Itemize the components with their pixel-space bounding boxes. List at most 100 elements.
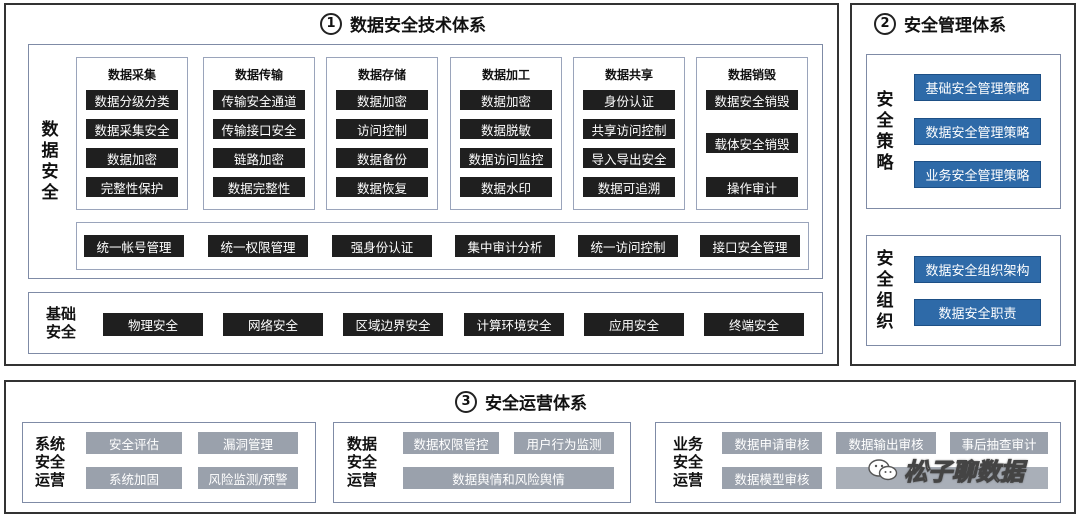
ops-item: 漏洞管理 — [198, 432, 298, 454]
ops-item: 数据申请审核 — [722, 432, 822, 454]
policy-item: 基础安全管理策略 — [914, 74, 1041, 101]
column-title: 数据销毁 — [727, 68, 776, 82]
section-number-badge: 1 — [320, 12, 342, 35]
policy-item: 数据安全管理策略 — [914, 118, 1041, 145]
ops-group-label: 系统 安全 运营 — [26, 426, 74, 498]
capability-item: 数据采集安全 — [86, 119, 178, 139]
column-title: 数据共享 — [604, 68, 653, 82]
label-line: 基础 — [45, 305, 76, 323]
mgmt-system-title: 2 安全管理体系 — [874, 11, 1006, 36]
capability-item: 传输安全通道 — [213, 90, 305, 110]
label-char: 全 — [41, 182, 59, 203]
common-capability-item: 集中审计分析 — [455, 235, 555, 257]
ops-item: 风险监测/预警 — [198, 467, 298, 489]
ops-item: 事后抽查审计 — [950, 432, 1048, 454]
common-capability-item: 统一访问控制 — [578, 235, 678, 257]
label-char: 策 — [876, 131, 894, 152]
base-security-item: 网络安全 — [223, 313, 323, 336]
ops-item: 用户行为监测 — [514, 432, 614, 454]
label-line: 安全 — [34, 453, 65, 471]
base-security-item: 区域边界安全 — [343, 313, 443, 336]
label-char: 安 — [41, 161, 59, 182]
capability-item: 数据加密 — [460, 90, 552, 110]
capability-item: 数据分级分类 — [86, 90, 178, 110]
label-char: 全 — [876, 269, 894, 290]
capability-item: 身份认证 — [583, 90, 675, 110]
capability-item: 数据可追溯 — [583, 177, 675, 197]
tech-system-title-text: 数据安全技术体系 — [350, 16, 486, 36]
common-capability-item: 接口安全管理 — [700, 235, 800, 257]
common-capability-item: 统一帐号管理 — [84, 235, 184, 257]
label-char: 织 — [876, 311, 894, 332]
label-char: 安 — [876, 89, 894, 110]
security-org-label: 安 全 组 织 — [870, 235, 900, 346]
ops-group-label: 业务 安全 运营 — [660, 426, 716, 498]
common-capabilities-row — [76, 222, 809, 270]
ops-item: 数据输出审核 — [836, 432, 936, 454]
ops-item: 数据权限管控 — [403, 432, 499, 454]
label-line: 业务 — [672, 435, 703, 453]
capability-item: 数据脱敏 — [460, 119, 552, 139]
capability-item: 数据备份 — [336, 148, 428, 168]
org-item: 数据安全职责 — [914, 299, 1041, 326]
base-security-label: 基础 安全 — [36, 296, 86, 350]
common-capability-item: 统一权限管理 — [208, 235, 308, 257]
capability-item: 数据加密 — [336, 90, 428, 110]
base-security-item: 终端安全 — [704, 313, 804, 336]
ops-system-title: 3 安全运营体系 — [455, 389, 587, 414]
label-char: 略 — [876, 152, 894, 173]
ops-group-label: 数据 安全 运营 — [337, 426, 387, 498]
ops-item: 系统加固 — [86, 467, 182, 489]
label-line: 安全 — [346, 453, 377, 471]
label-char: 数 — [41, 119, 59, 140]
capability-item: 数据完整性 — [213, 177, 305, 197]
data-security-label: 数 据 安 全 — [36, 44, 64, 279]
org-item: 数据安全组织架构 — [914, 256, 1041, 283]
label-char: 安 — [876, 248, 894, 269]
policy-item: 业务安全管理策略 — [914, 161, 1041, 188]
capability-item: 访问控制 — [336, 119, 428, 139]
capability-item: 导入导出安全 — [583, 148, 675, 168]
label-line: 安全 — [672, 453, 703, 471]
column-title: 数据存储 — [357, 68, 406, 82]
capability-item: 共享访问控制 — [583, 119, 675, 139]
mgmt-system-title-text: 安全管理体系 — [904, 16, 1006, 36]
capability-item: 数据加密 — [86, 148, 178, 168]
section-number-badge: 2 — [874, 12, 896, 35]
capability-item: 操作审计 — [706, 177, 798, 197]
capability-item: 载体安全销毁 — [706, 133, 798, 153]
label-line: 运营 — [34, 471, 65, 489]
wechat-icon — [868, 458, 898, 480]
ops-item: 安全评估 — [86, 432, 182, 454]
capability-item: 数据水印 — [460, 177, 552, 197]
common-capability-item: 强身份认证 — [332, 235, 432, 257]
column-title: 数据加工 — [481, 68, 530, 82]
label-char: 组 — [876, 290, 894, 311]
capability-item: 数据访问监控 — [460, 148, 552, 168]
label-line: 运营 — [672, 471, 703, 489]
label-line: 数据 — [346, 435, 377, 453]
tech-system-title: 1 数据安全技术体系 — [320, 11, 486, 36]
capability-item: 链路加密 — [213, 148, 305, 168]
capability-item: 传输接口安全 — [213, 119, 305, 139]
base-security-item: 物理安全 — [103, 313, 203, 336]
column-title: 数据传输 — [234, 68, 283, 82]
base-security-item: 计算环境安全 — [464, 313, 564, 336]
capability-item: 数据恢复 — [336, 177, 428, 197]
label-line: 安全 — [45, 323, 76, 341]
section-number-badge: 3 — [455, 390, 477, 413]
security-org-panel — [866, 235, 1061, 346]
brand-watermark: 松子聊数据 — [868, 452, 1025, 487]
ops-system-title-text: 安全运营体系 — [485, 394, 587, 414]
base-security-item: 应用安全 — [584, 313, 684, 336]
column-title: 数据采集 — [107, 68, 156, 82]
security-policy-label: 安 全 策 略 — [870, 54, 900, 209]
label-line: 系统 — [34, 435, 65, 453]
ops-item: 数据模型审核 — [722, 467, 822, 489]
label-line: 运营 — [346, 471, 377, 489]
label-char: 全 — [876, 110, 894, 131]
ops-item: 数据舆情和风险舆情 — [403, 467, 614, 489]
brand-text: 松子聊数据 — [904, 458, 1025, 487]
capability-item: 数据安全销毁 — [706, 90, 798, 110]
capability-item: 完整性保护 — [86, 177, 178, 197]
